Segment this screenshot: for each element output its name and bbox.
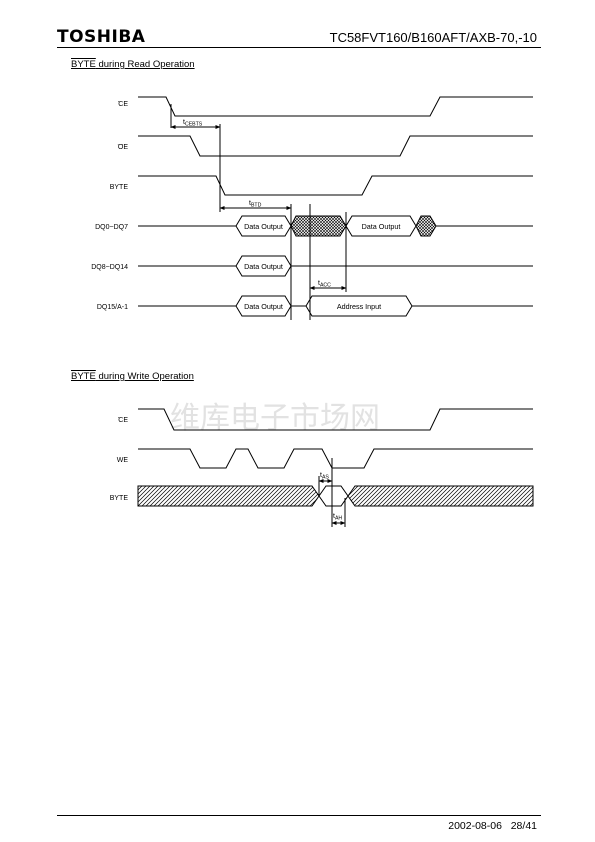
tacc-sub: ACC	[320, 283, 331, 289]
watermark: 维库电子市场网	[170, 401, 380, 436]
read-dq07-invalid-region-1	[290, 215, 347, 237]
write-title-rest: during Write Operation	[95, 371, 194, 382]
read-dq07-label: DQ0~DQ7	[95, 224, 128, 231]
tacc-main: t	[318, 280, 320, 287]
tcebts-main: t	[183, 119, 185, 126]
tah-label: tAH	[333, 513, 342, 522]
write-section-title: BYTE during Write Operation	[71, 371, 194, 382]
read-dq07-invalid-region-2	[415, 215, 437, 237]
toshiba-logo: TOSHIBA	[57, 27, 146, 47]
tacc-label: tACC	[318, 280, 331, 289]
write-byte-dont-care-left	[137, 485, 320, 507]
read-dq15-box-label: Data Output	[244, 302, 283, 311]
tcebts-sub: CEBTS	[185, 122, 203, 128]
read-byte-waveform	[138, 175, 533, 196]
read-dq814-label: DQ8~DQ14	[91, 264, 128, 271]
footer-rule	[57, 815, 541, 816]
write-ce-label: CE	[118, 417, 128, 424]
tas-main: t	[320, 472, 322, 479]
tcebts-label: tCEBTS	[183, 119, 203, 128]
footer: 2002-08-06 28/41	[448, 820, 537, 832]
header-rule	[57, 47, 541, 48]
read-byte-label: BYTE	[110, 184, 129, 191]
write-we-waveform	[138, 448, 533, 469]
footer-date: 2002-08-06	[448, 820, 502, 832]
read-section-title: BYTE during Read Operation	[71, 59, 195, 70]
tas-label: tAS	[320, 472, 329, 481]
tah-main: t	[333, 513, 335, 520]
read-title-rest: during Read Operation	[95, 59, 195, 70]
read-oe-waveform	[138, 135, 533, 157]
write-byte-dont-care-right	[347, 485, 534, 507]
read-ce-label: CE	[118, 101, 128, 108]
read-dq15-label: DQ15/A-1	[97, 304, 128, 311]
read-dq07-box-1-label: Data Output	[244, 222, 283, 231]
read-dq814-box-label: Data Output	[244, 262, 283, 271]
write-ce-waveform	[138, 408, 533, 431]
tah-sub: AH	[335, 516, 342, 522]
read-dq15-address-label: Address Input	[337, 302, 381, 311]
tas-sub: AS	[322, 475, 329, 481]
write-byte-valid	[318, 485, 349, 507]
footer-page: 28/41	[510, 820, 537, 832]
write-we-label: WE	[117, 457, 129, 464]
part-number: TC58FVT160/B160AFT/AXB-70,-10	[329, 30, 537, 45]
read-dq07-box-2-label: Data Output	[362, 222, 401, 231]
read-oe-label: OE	[118, 144, 128, 151]
read-title-signal: BYTE	[71, 59, 96, 70]
tbtd-sub: BTD	[251, 203, 262, 209]
read-ce-waveform	[138, 96, 533, 117]
write-byte-label: BYTE	[110, 495, 129, 502]
tbtd-main: t	[249, 200, 251, 207]
tbtd-label: tBTD	[249, 200, 262, 209]
write-title-signal: BYTE	[71, 371, 96, 382]
